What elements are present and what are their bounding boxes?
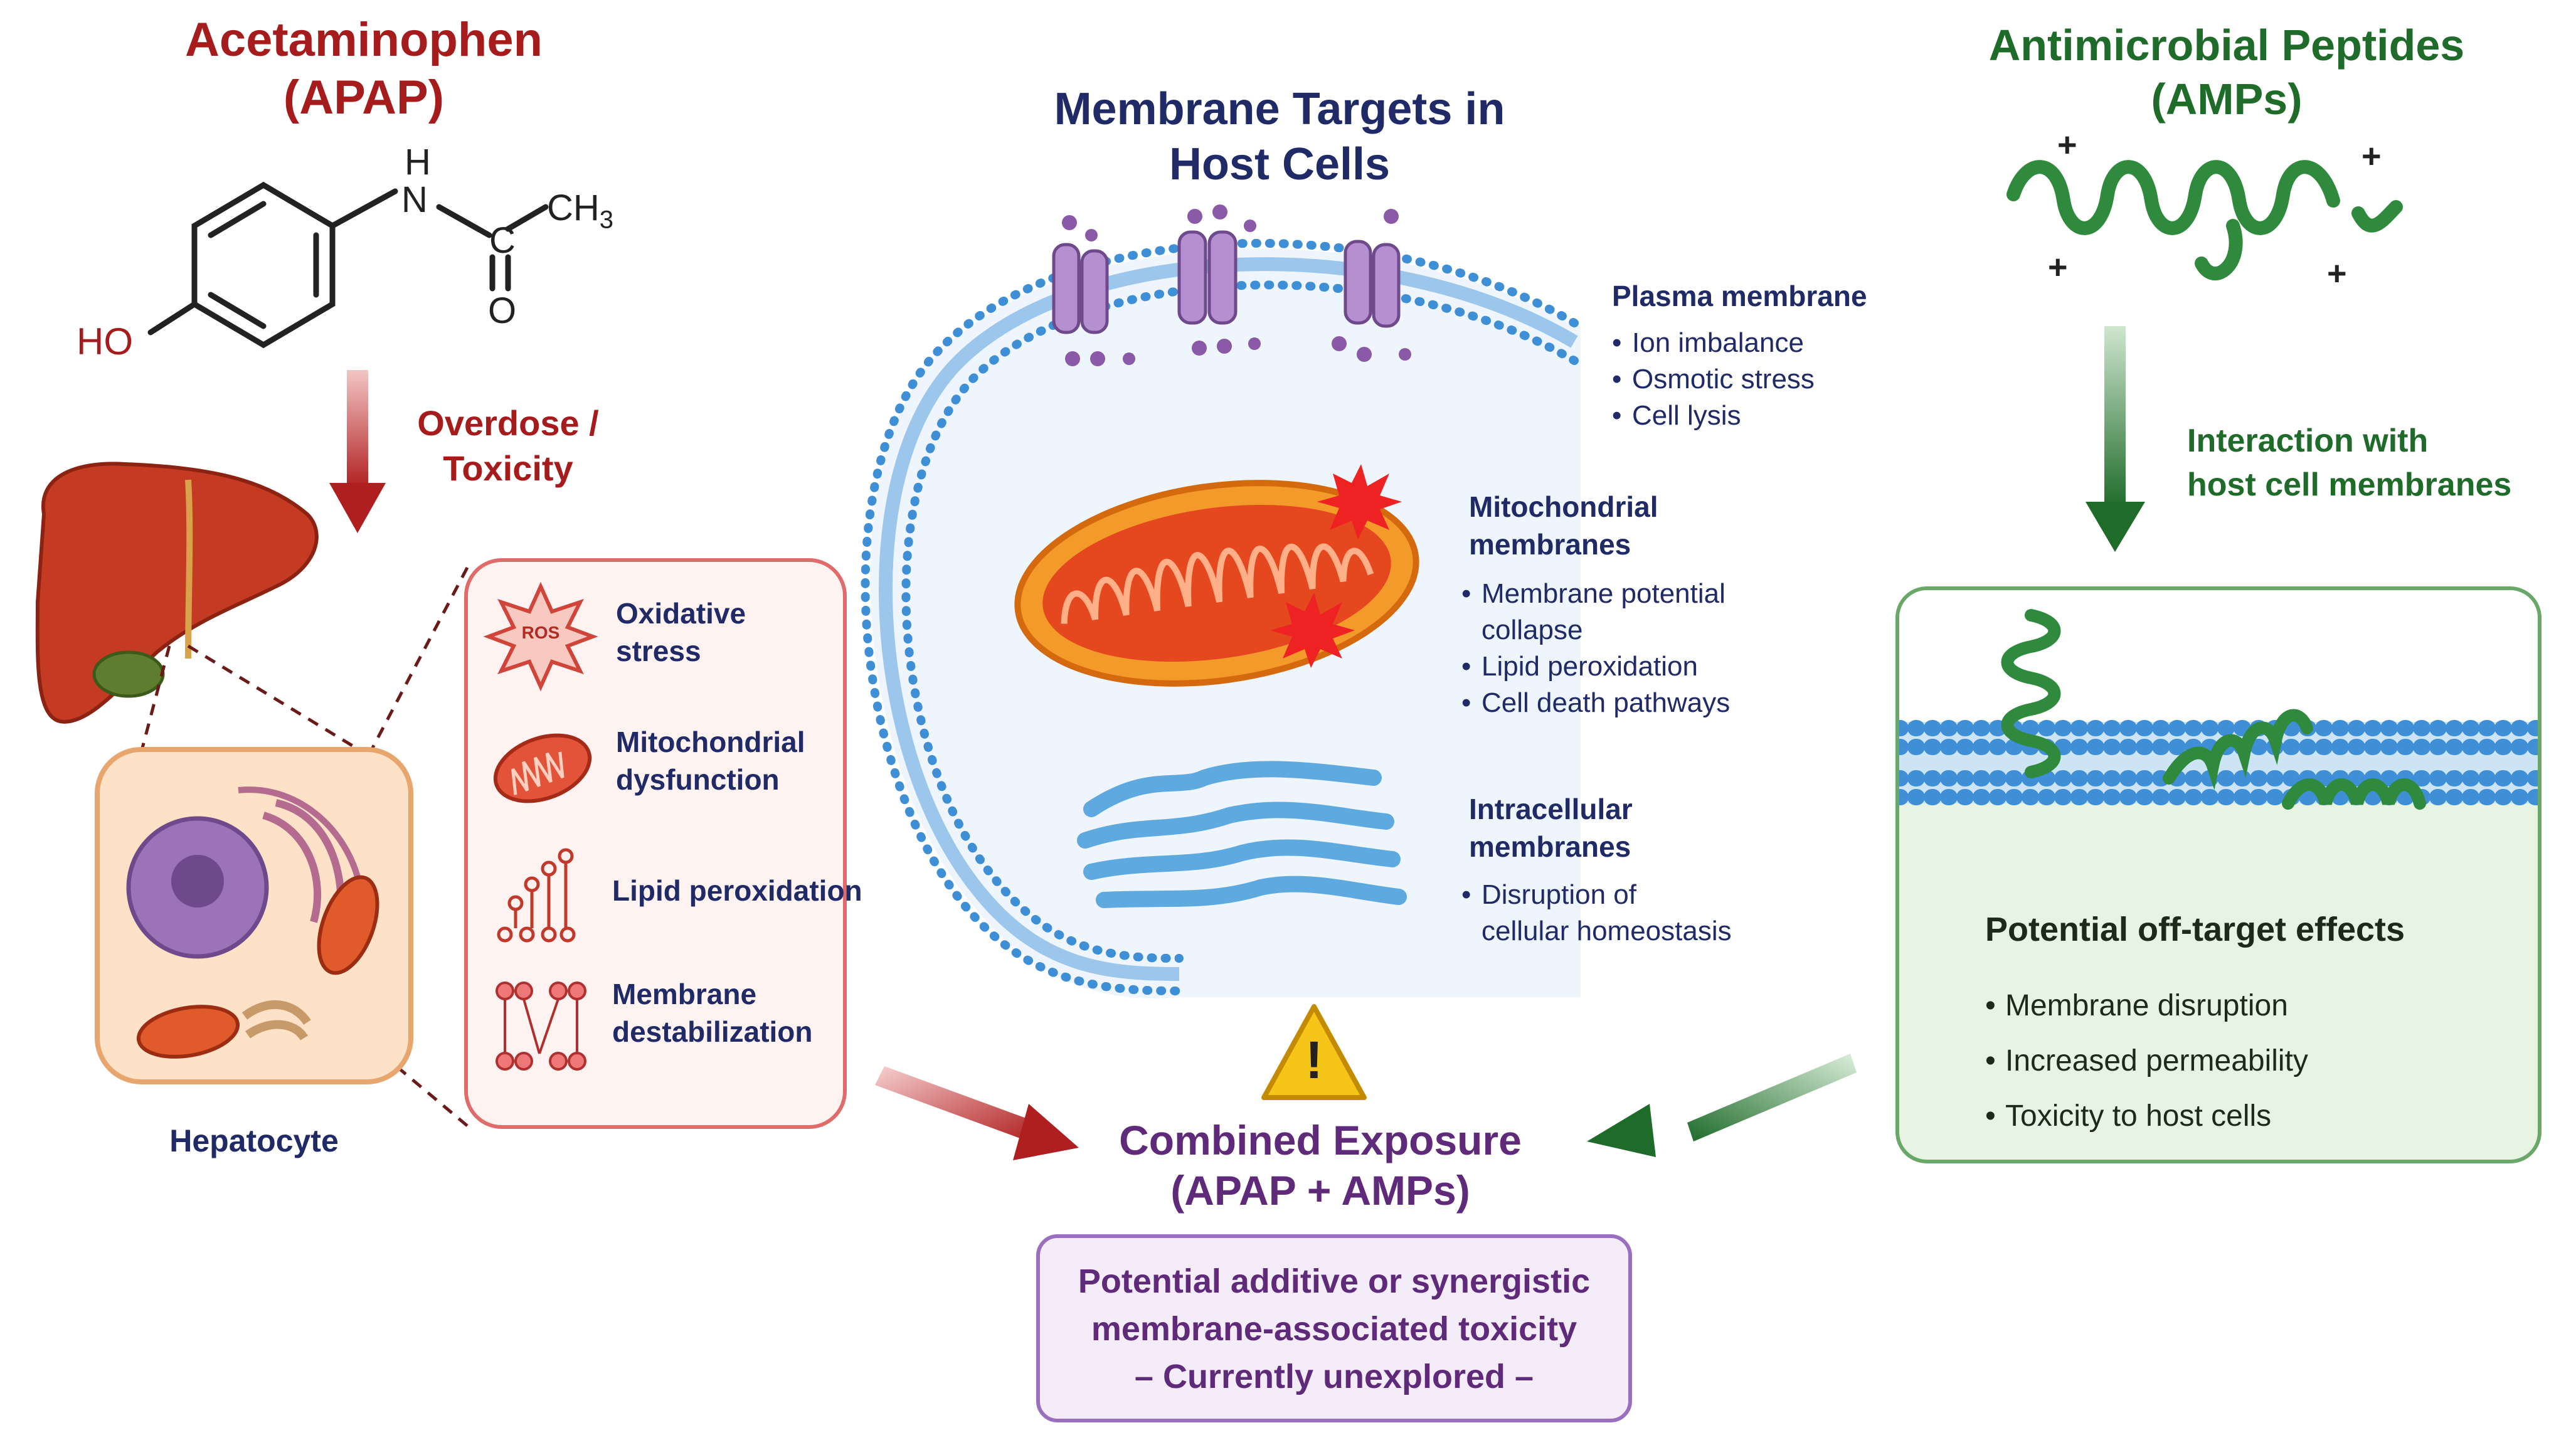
combined-box	[1036, 1234, 1632, 1422]
chem-ch3: CH3	[547, 188, 614, 234]
amp-effects-list: Membrane disruption Increased permeabili…	[1985, 978, 2308, 1144]
amp-arrow-label-line1: Interaction with	[2187, 423, 2429, 459]
chem-o: O	[488, 290, 517, 331]
amp-plus-2: +	[2361, 137, 2382, 175]
apap-arrow-label-line2: Toxicity	[443, 448, 573, 488]
mito-title-line2: membranes	[1469, 528, 1631, 561]
amp-effect-item: Toxicity to host cells	[1985, 1089, 2308, 1144]
effect-oxidative-line2: stress	[616, 635, 701, 667]
effect-membrane-line2: destabilization	[612, 1015, 813, 1048]
effect-mito-line2: dysfunction	[616, 763, 780, 796]
effect-lipid-line1: Lipid peroxidation	[612, 874, 862, 907]
combined-box-line2: membrane-associated toxicity	[1091, 1310, 1577, 1348]
intra-title-line2: membranes	[1469, 830, 1631, 863]
plasma-list: Ion imbalance Osmotic stress Cell lysis	[1612, 325, 1815, 434]
effect-membrane-line1: Membrane	[612, 978, 757, 1010]
combined-title-line1: Combined Exposure	[1119, 1117, 1522, 1163]
chem-h: H	[405, 142, 431, 183]
amp-plus-3: +	[2048, 248, 2068, 286]
amp-title-line2: (AMPs)	[2151, 75, 2303, 124]
center-title-line2: Host Cells	[1169, 139, 1391, 189]
apap-title-line1: Acetaminophen	[184, 13, 543, 66]
amp-arrow-label-line2: host cell membranes	[2187, 467, 2512, 503]
amp-effects-title: Potential off-target effects	[1985, 911, 2405, 948]
plasma-title: Plasma membrane	[1612, 280, 1867, 312]
effect-oxidative-line1: Oxidative	[616, 597, 746, 630]
combined-box-line1: Potential additive or synergistic	[1078, 1262, 1591, 1300]
hepatocyte-label: Hepatocyte	[169, 1123, 339, 1158]
chem-n: N	[401, 179, 428, 220]
mito-item: Lipid peroxidation	[1461, 648, 1730, 685]
intra-title-line1: Intracellular	[1469, 793, 1633, 825]
combined-box-line3: – Currently unexplored –	[1134, 1358, 1534, 1395]
mito-title-line1: Mitochondrial	[1469, 490, 1658, 523]
intracellular-membrane	[1077, 761, 1407, 908]
ros-icon-text: ROS	[521, 623, 560, 642]
combined-title-line2: (APAP + AMPs)	[1170, 1167, 1470, 1214]
chem-c: C	[489, 220, 516, 261]
amp-plus-1: +	[2057, 126, 2077, 164]
amp-plus-4: +	[2327, 255, 2347, 292]
chem-ho: HO	[77, 320, 133, 363]
effect-mito-line1: Mitochondrial	[616, 726, 805, 758]
center-title-line1: Membrane Targets in	[1054, 84, 1505, 134]
amp-title-line1: Antimicrobial Peptides	[1988, 21, 2465, 70]
amp-effect-item: Membrane disruption	[1985, 978, 2308, 1034]
apap-arrow-label-line1: Overdose /	[417, 403, 599, 443]
plasma-item: Cell lysis	[1612, 398, 1815, 434]
liver-icon	[35, 462, 319, 724]
plasma-item: Ion imbalance	[1612, 325, 1815, 361]
mito-item: Cell death pathways	[1461, 685, 1730, 721]
mitochondrion-large	[1014, 464, 1419, 687]
amp-effect-item: Increased permeability	[1985, 1034, 2308, 1089]
plasma-item: Osmotic stress	[1612, 361, 1815, 398]
amp-membrane	[1899, 590, 2538, 810]
warning-symbol: !	[1305, 1030, 1323, 1089]
hepatocyte-cell	[95, 747, 413, 1084]
apap-title-line2: (APAP)	[283, 71, 445, 124]
